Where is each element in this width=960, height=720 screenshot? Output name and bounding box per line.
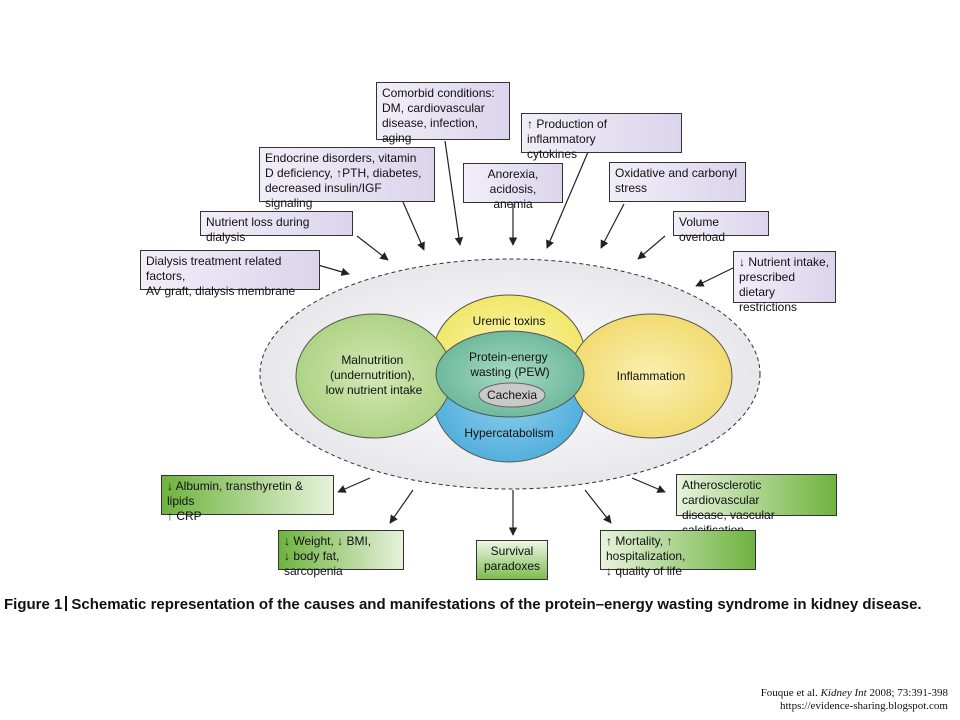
effect-weight-line-2: ↓ body fat, sarcopenia	[284, 549, 343, 578]
hypercatabolism-label: Hypercatabolism	[464, 426, 553, 440]
effect-atherosclerotic-line-1: Atherosclerotic cardiovascular	[682, 478, 762, 507]
cause-nutrient-intake-line-3: restrictions	[739, 300, 798, 314]
effect-albumin-line-1: ↓ Albumin, transthyretin & lipids	[167, 479, 304, 508]
figure-caption-text: Schematic representation of the causes a…	[71, 596, 922, 613]
cause-endocrine-line-1: Endocrine disorders, vitamin	[265, 151, 417, 165]
arrow-atherosclerotic	[631, 477, 666, 493]
figure-caption: Figure 1 Schematic representation of the …	[4, 596, 922, 613]
cause-dialysis-factors-line-1: Dialysis treatment related factors,	[146, 254, 282, 283]
cause-volume-line-1: Volume overload	[679, 215, 726, 244]
arrow-dialysis	[317, 264, 350, 276]
citation-line: Fouque et al. Kidney Int 2008; 73:391-39…	[761, 687, 948, 700]
arrow-oxidative	[600, 203, 625, 249]
effect-weight-line-1: ↓ Weight, ↓ BMI,	[284, 534, 372, 548]
arrow-comorbid	[444, 140, 464, 246]
cause-arrows	[317, 140, 734, 287]
caption-divider	[65, 596, 68, 611]
cachexia-label: Cachexia	[487, 388, 537, 402]
cause-endocrine-line-3: decreased insulin/IGF signaling	[265, 181, 382, 210]
center-labels: Malnutrition (undernutrition), low nutri…	[326, 314, 686, 440]
arrow-cytokines	[546, 151, 589, 249]
cause-nutrient-intake-line-1: ↓ Nutrient intake,	[739, 255, 830, 269]
effect-mortality-box: ↑ Mortality, ↑ hospitalization, ↓ qualit…	[600, 530, 756, 578]
arrow-volume	[637, 235, 666, 260]
arrow-nutrient-intake	[695, 267, 734, 287]
cause-oxidative-box: Oxidative and carbonyl stress	[609, 162, 746, 202]
cause-comorbid-box: Comorbid conditions: DM, cardiovascular …	[376, 82, 510, 145]
uremic-toxins-label: Uremic toxins	[473, 314, 546, 328]
cachexia-oval	[478, 382, 546, 408]
cause-volume-box: Volume overload	[673, 211, 769, 244]
arrow-endocrine	[402, 201, 425, 251]
cause-endocrine-box: Endocrine disorders, vitamin D deficienc…	[259, 147, 435, 210]
citation-journal: Kidney Int	[820, 687, 867, 699]
effect-survival-line-2: paradoxes	[483, 559, 541, 573]
cause-nutrient-loss-line-1: Nutrient loss during dialysis	[206, 215, 310, 244]
source-url[interactable]: https://evidence-sharing.blogspot.com	[779, 700, 948, 712]
cause-cytokines-line-1: ↑ Production of inflammatory	[527, 117, 608, 146]
cause-anorexia-line-1: Anorexia,	[487, 167, 539, 181]
malnutrition-label: Malnutrition (undernutrition), low nutri…	[326, 353, 423, 397]
effect-mortality-line-2: ↓ quality of life	[606, 564, 683, 578]
source-citation: Fouque et al. Kidney Int 2008; 73:391-39…	[761, 687, 948, 713]
citation-details: 2008; 73:391-398	[866, 687, 948, 699]
effect-survival-box: Survival paradoxes	[476, 540, 548, 580]
cause-nutrient-intake-box: ↓ Nutrient intake, prescribed dietary re…	[733, 251, 836, 314]
effect-mortality-line-1: ↑ Mortality, ↑ hospitalization,	[606, 534, 686, 563]
cause-nutrient-intake-line-2: prescribed dietary	[739, 270, 796, 299]
cause-nutrient-loss-box: Nutrient loss during dialysis	[200, 211, 353, 244]
cause-comorbid-line-3: disease, infection, aging	[382, 116, 479, 145]
inflammation-label: Inflammation	[617, 369, 686, 383]
effect-albumin-box: ↓ Albumin, transthyretin & lipids ↑ CRP	[161, 475, 334, 523]
cause-comorbid-line-2: DM, cardiovascular	[382, 101, 485, 115]
arrow-albumin	[337, 477, 371, 493]
effect-survival-line-1: Survival	[490, 544, 534, 558]
cause-anorexia-box: Anorexia, acidosis, anemia	[463, 163, 563, 211]
figure-caption-label: Figure 1	[4, 596, 63, 613]
effect-atherosclerotic-box: Atherosclerotic cardiovascular disease, …	[676, 474, 837, 537]
cause-cytokines-line-2: cytokines	[527, 147, 578, 161]
cause-dialysis-factors-line-2: AV graft, dialysis membrane	[146, 284, 296, 298]
cause-comorbid-line-1: Comorbid conditions:	[382, 86, 495, 100]
pew-label: Protein-energy wasting (PEW)	[469, 350, 551, 379]
cause-oxidative-line-1: Oxidative and carbonyl	[615, 166, 738, 180]
arrow-nutrient-loss	[356, 235, 389, 261]
pew-circle	[435, 330, 585, 418]
cause-cytokines-box: ↑ Production of inflammatory cytokines	[521, 113, 682, 161]
effect-weight-box: ↓ Weight, ↓ BMI, ↓ body fat, sarcopenia	[278, 530, 404, 578]
effect-arrows	[337, 477, 666, 536]
arrow-weight	[389, 489, 414, 524]
cause-oxidative-line-2: stress	[615, 181, 648, 195]
effect-albumin-line-2: ↑ CRP	[167, 509, 202, 523]
cause-anorexia-line-2: acidosis, anemia	[489, 182, 537, 211]
cause-endocrine-line-2: D deficiency, ↑PTH, diabetes,	[265, 166, 422, 180]
cause-dialysis-factors-box: Dialysis treatment related factors, AV g…	[140, 250, 320, 298]
arrow-mortality	[584, 489, 612, 524]
citation-authors: Fouque et al.	[760, 687, 821, 699]
